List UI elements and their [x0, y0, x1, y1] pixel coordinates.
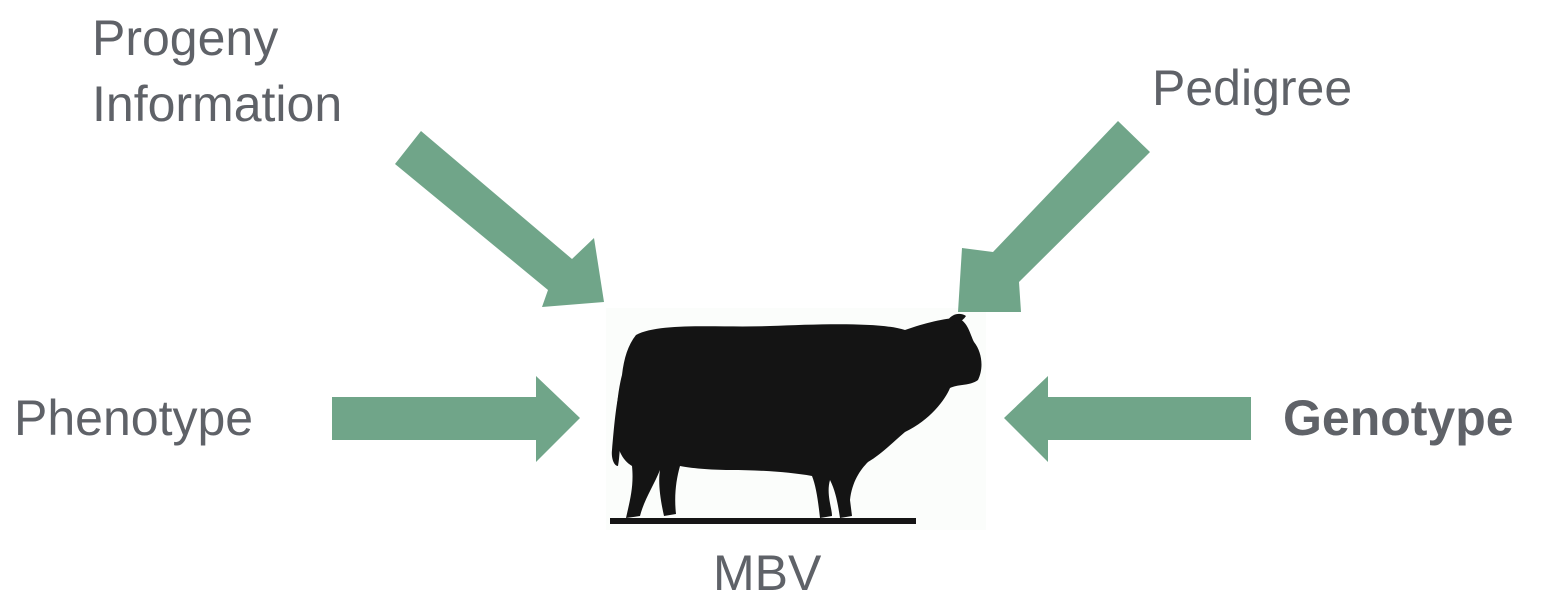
bull-icon — [610, 314, 981, 524]
phenotype-arrow — [332, 376, 580, 462]
pedigree-arrow — [958, 121, 1150, 312]
progeny-arrow — [395, 131, 604, 307]
genotype-arrow — [1004, 376, 1251, 462]
